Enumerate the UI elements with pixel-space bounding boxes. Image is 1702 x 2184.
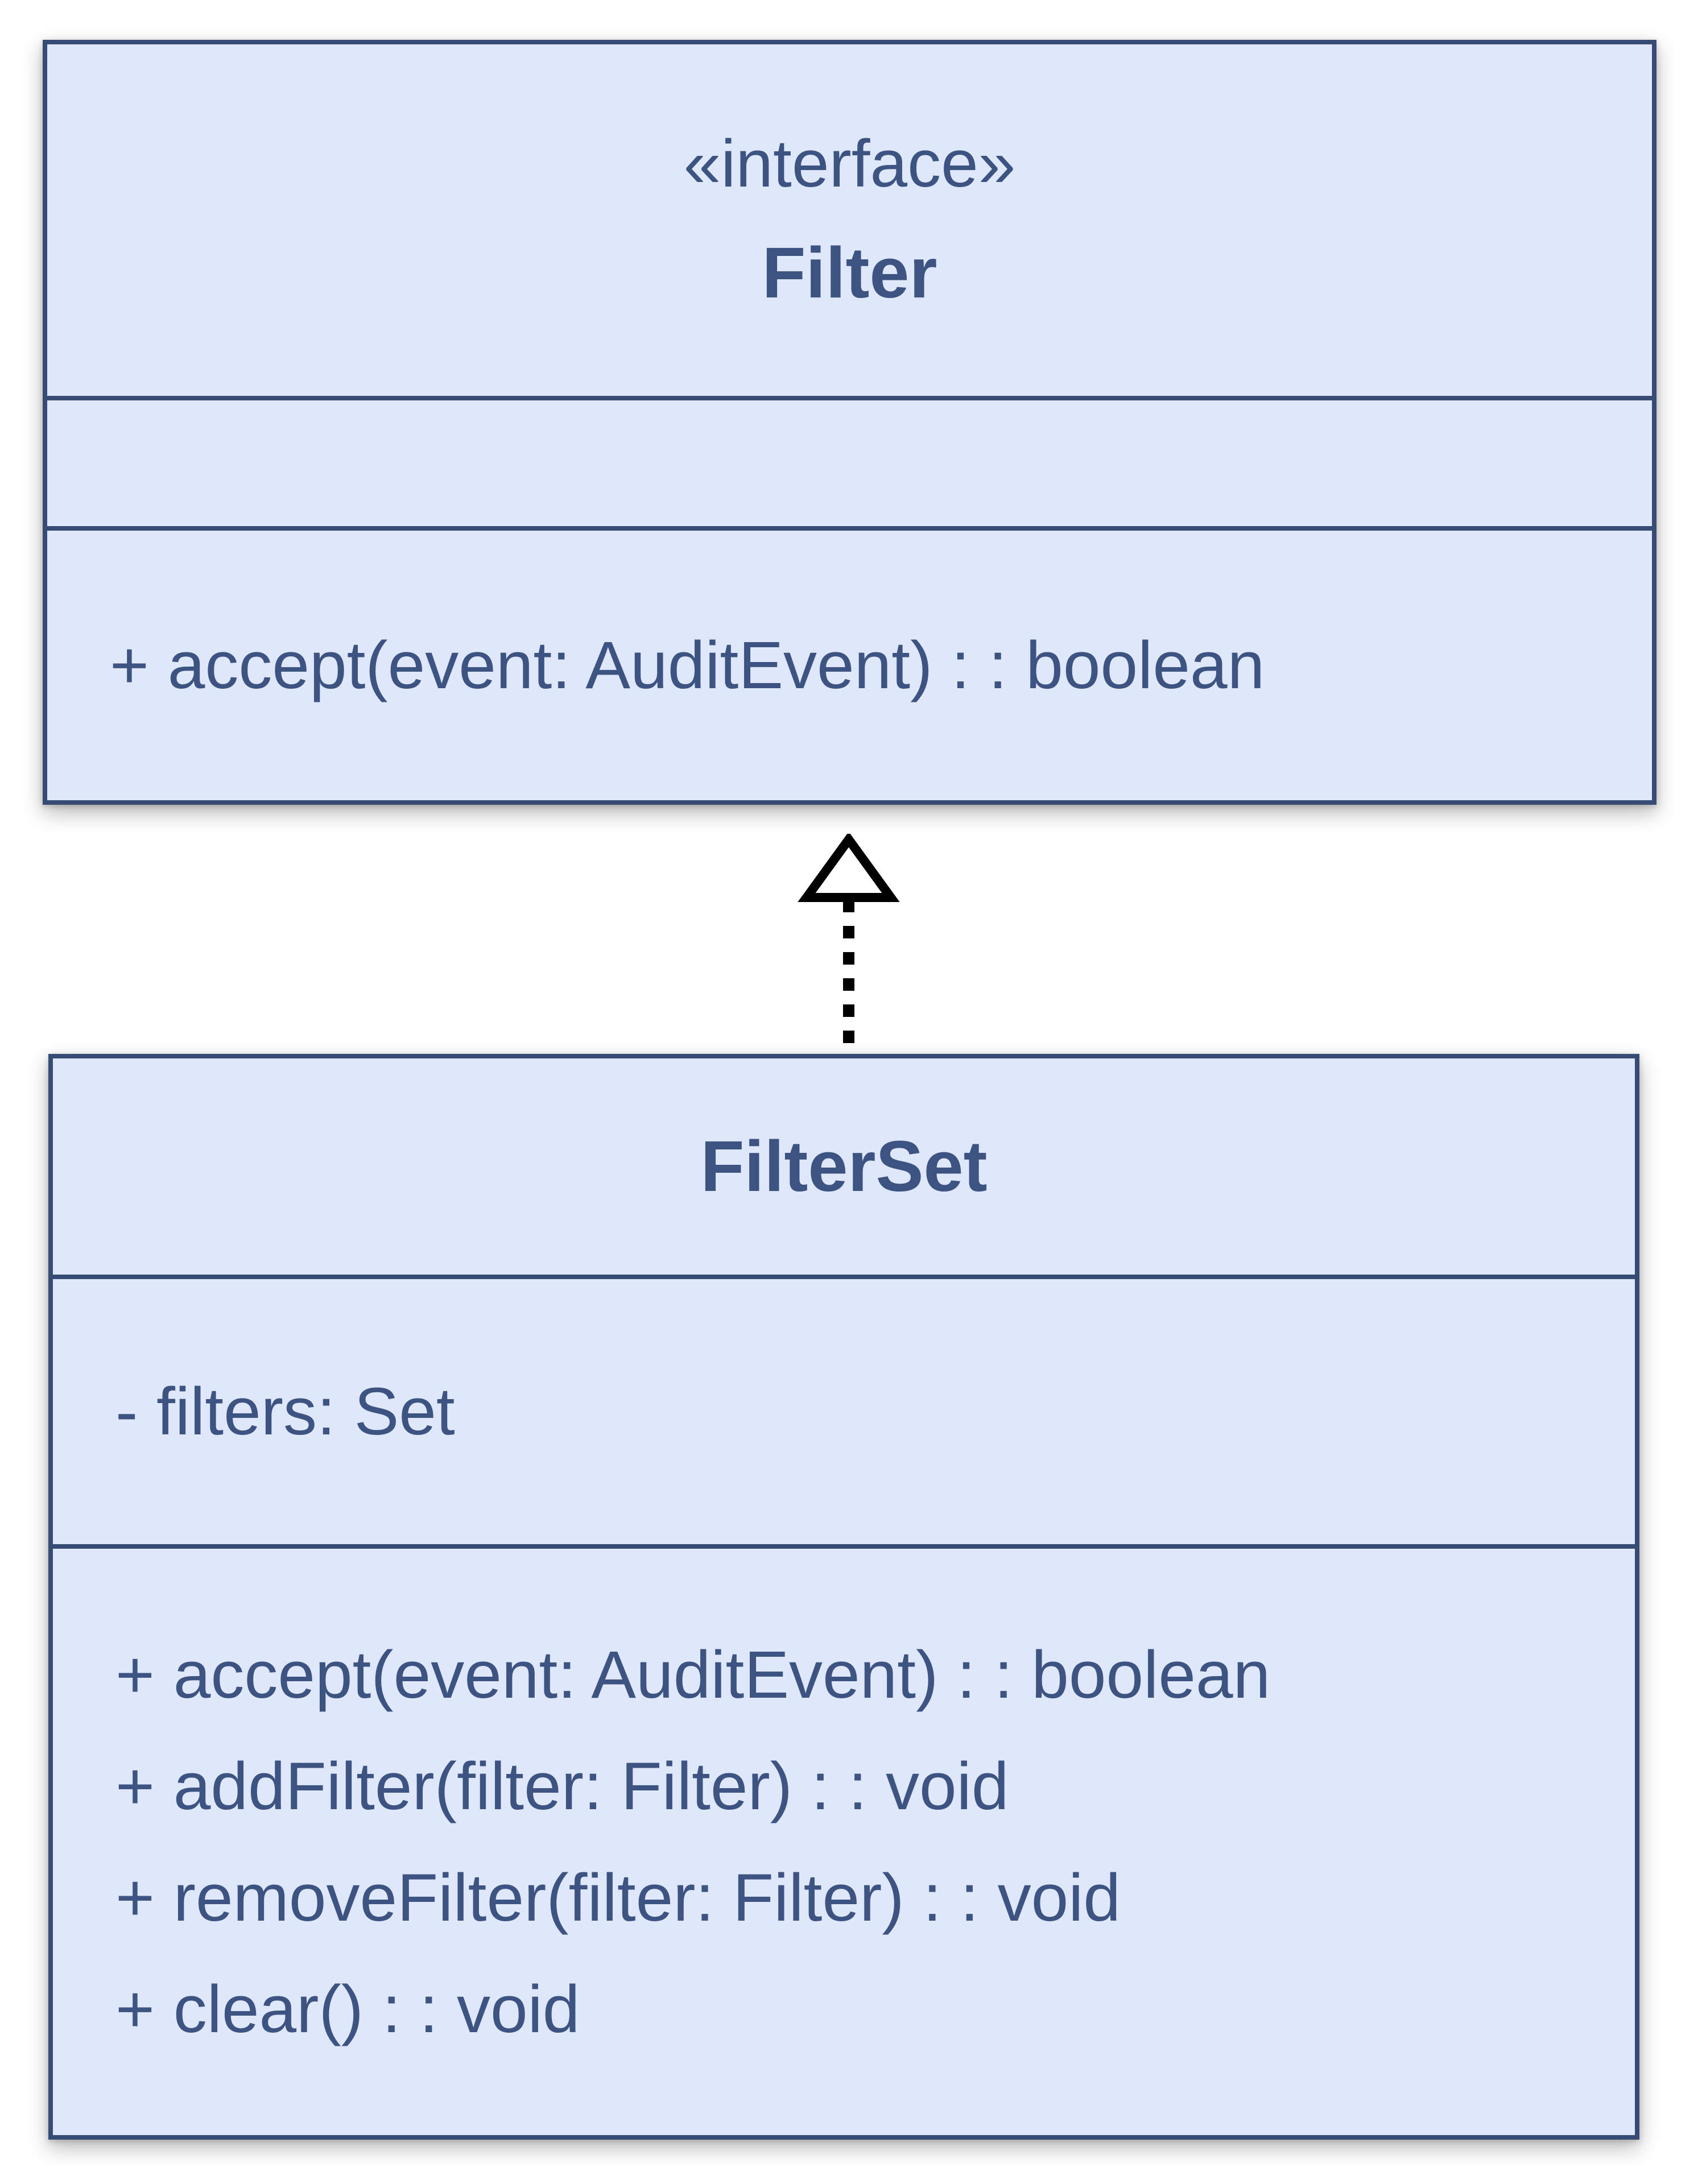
member-line: + clear() : : void: [115, 1971, 580, 2047]
hollow-triangle-arrowhead: [798, 834, 900, 902]
filter-title-compartment: «interface» Filter: [47, 44, 1652, 400]
filter-attributes-compartment: [47, 400, 1652, 531]
filterset-attributes-compartment: - filters: Set: [53, 1279, 1635, 1549]
filterset-methods-compartment: + accept(event: AuditEvent) : : boolean +…: [53, 1549, 1635, 2135]
interface-class-name: Filter: [762, 233, 937, 313]
class-box-filter: «interface» Filter + accept(event: Audit…: [43, 40, 1656, 805]
filter-methods-compartment: + accept(event: AuditEvent) : : boolean: [47, 531, 1652, 800]
member-line: + addFilter(filter: Filter) : : void: [115, 1748, 1009, 1824]
member-line: + removeFilter(filter: Filter) : : void: [115, 1860, 1121, 1935]
realization-arrow: [798, 834, 900, 1056]
member-line: - filters: Set: [115, 1374, 455, 1449]
filterset-title-compartment: FilterSet: [53, 1058, 1635, 1279]
member-line: + accept(event: AuditEvent) : : boolean: [115, 1637, 1271, 1713]
filterset-class-name: FilterSet: [700, 1126, 988, 1206]
interface-stereotype: «interface»: [683, 126, 1016, 201]
class-box-filterset: FilterSet - filters: Set + accept(event:…: [48, 1054, 1639, 2140]
member-line: + accept(event: AuditEvent) : : boolean: [110, 628, 1265, 703]
